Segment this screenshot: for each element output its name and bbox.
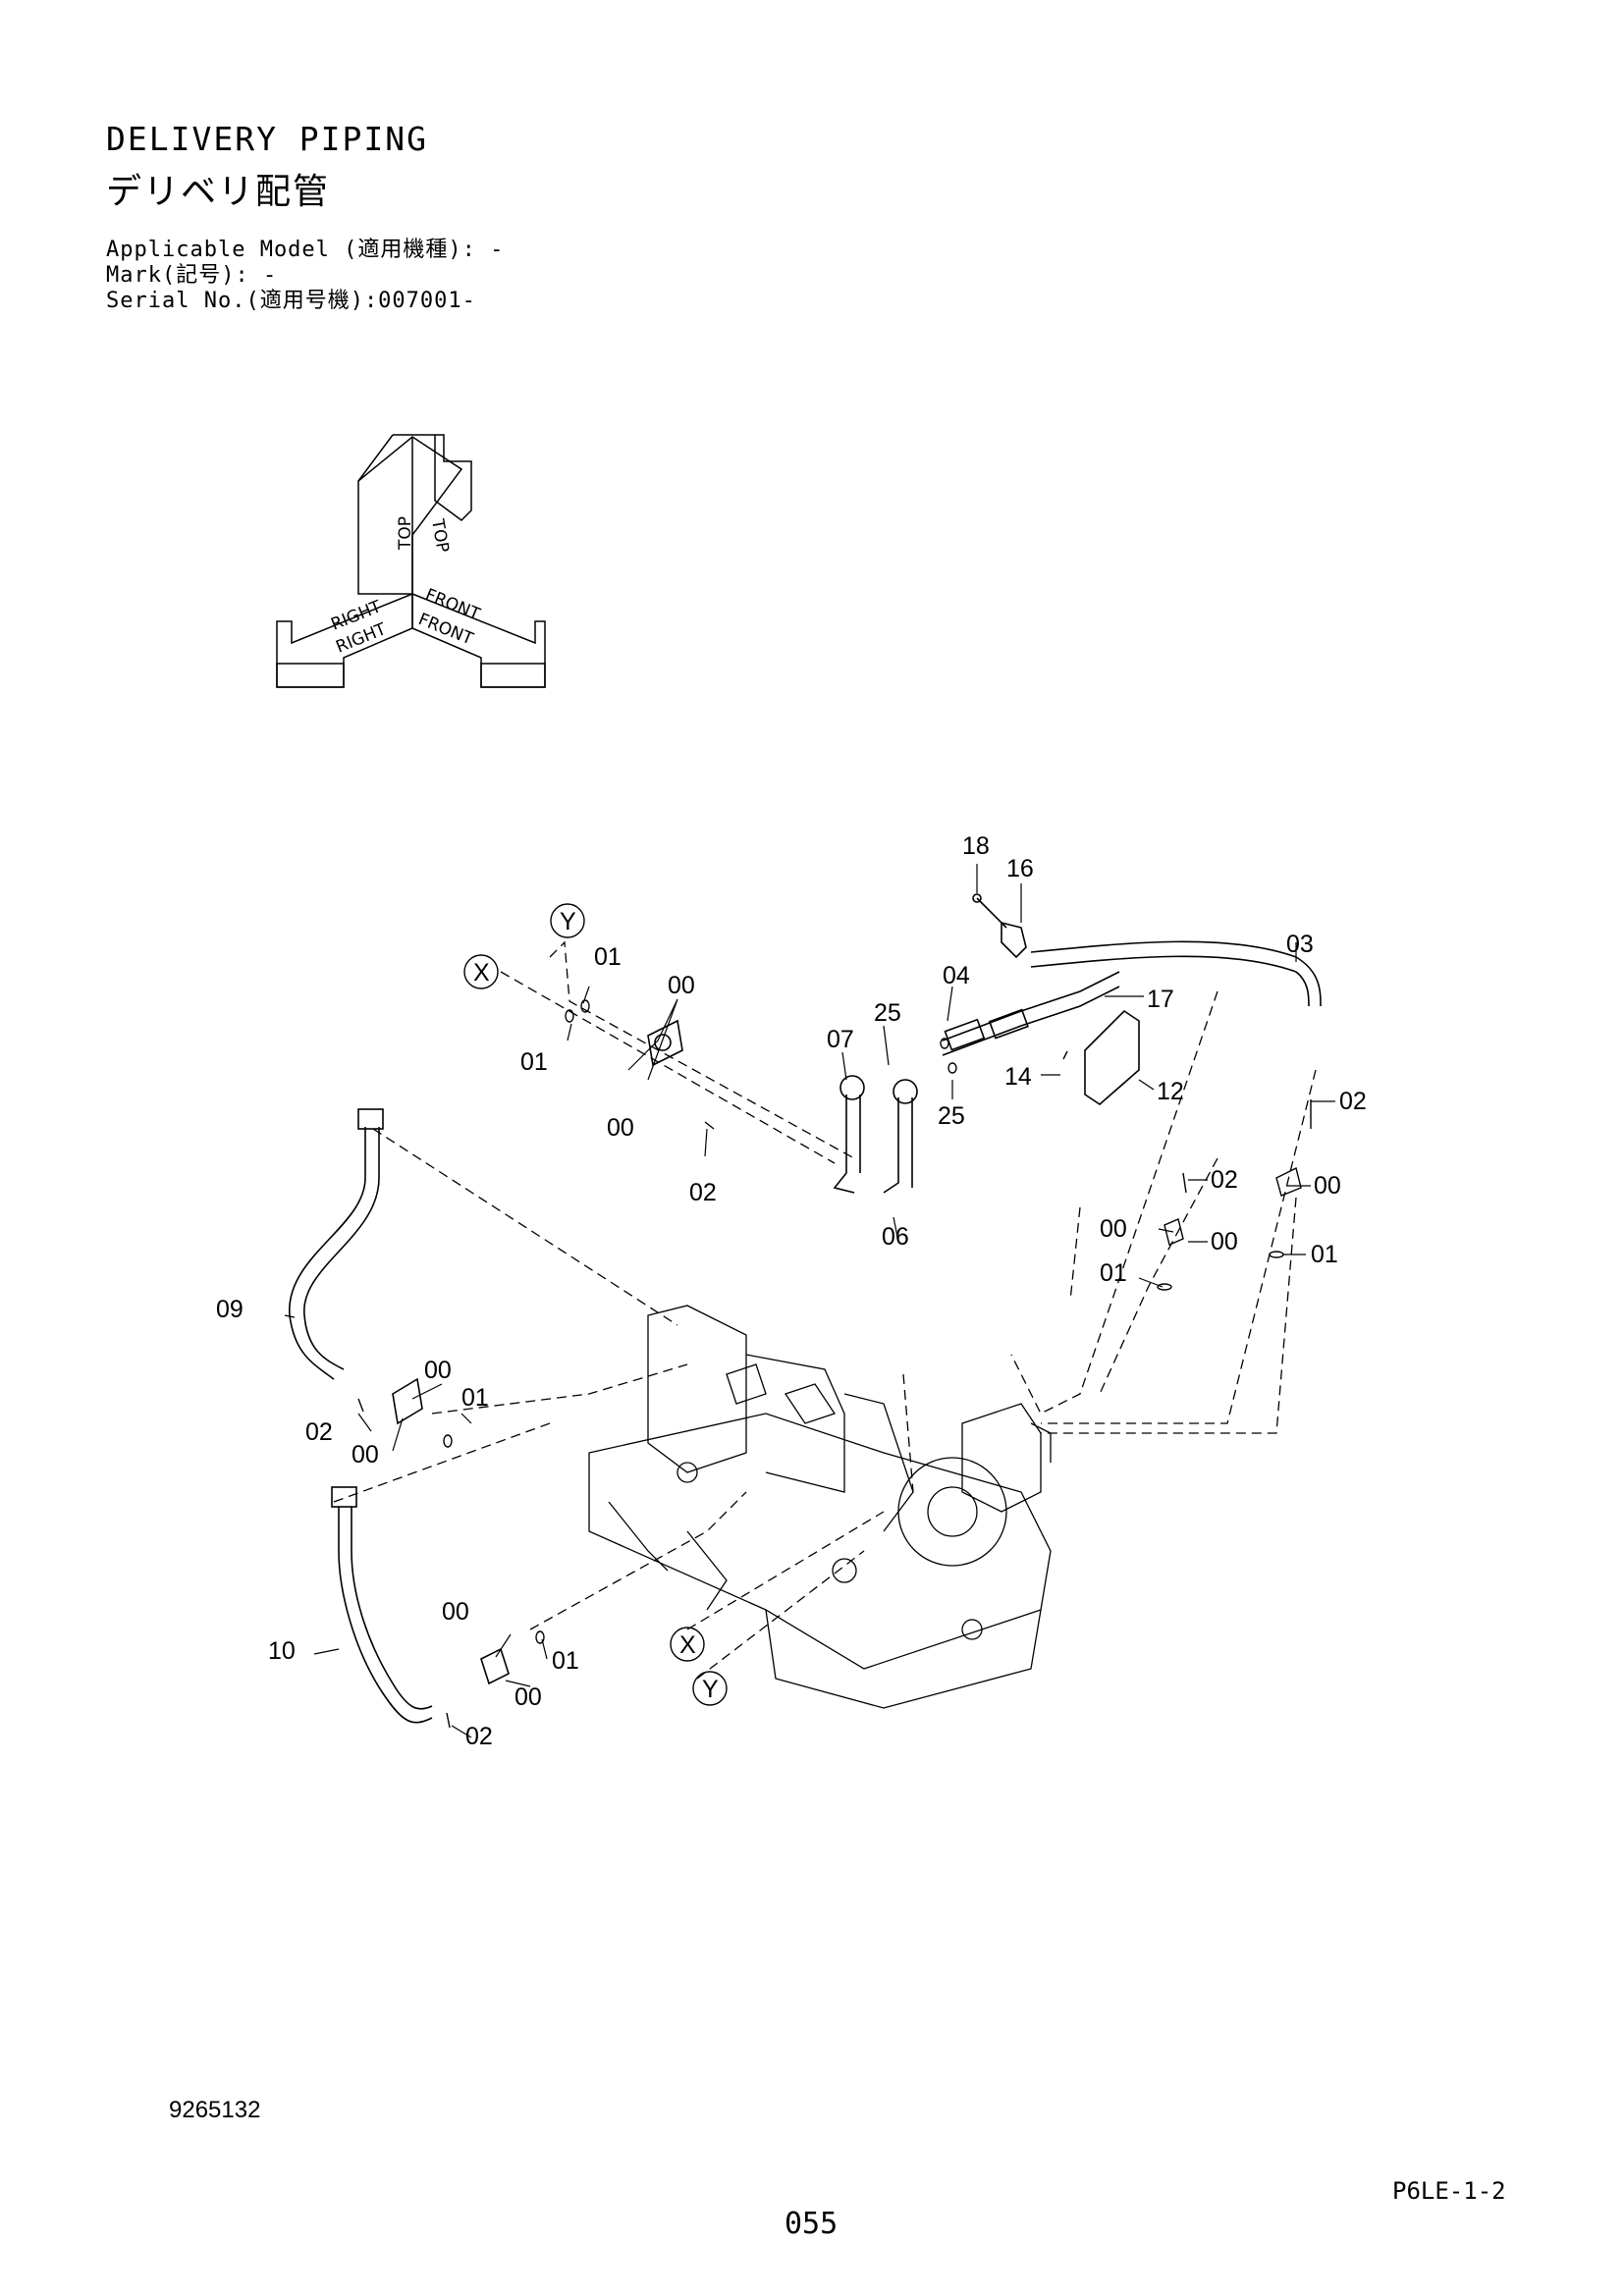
callout-00-a: 00 [668,972,695,999]
callout-02-d: 02 [305,1418,333,1446]
pipe-07 [833,1095,855,1194]
page-title-japanese: デリベリ配管 [106,172,331,212]
callout-16: 16 [1006,855,1034,882]
callout-00-e: 00 [1211,1228,1238,1255]
connector-y-top-icon [550,903,585,938]
callout-01-a: 01 [594,943,622,971]
callout-02-a: 02 [689,1179,717,1206]
page-code: P6LE-1-2 [1392,2177,1506,2205]
hose-10 [338,1507,433,1724]
machine-frame [588,1305,1052,1709]
callout-09: 09 [216,1296,244,1323]
callout-18: 18 [962,832,990,860]
flange-00-top [647,1019,683,1067]
bracket-12 [1084,1009,1140,1106]
callout-00-f: 00 [424,1357,452,1384]
pump-flange-icon [897,1457,1007,1567]
connector-y-label-bottom: Y [702,1676,719,1703]
callout-17: 17 [1147,986,1174,1013]
bolt-18 [976,897,1007,929]
callout-02-b: 02 [1339,1088,1367,1115]
top-arrow-icon [393,434,472,521]
callout-01-e: 01 [461,1384,489,1412]
connector-x-bottom-icon [670,1627,705,1662]
callout-00-i: 00 [514,1683,542,1711]
callout-07: 07 [827,1026,854,1053]
connector-y-bottom-icon [692,1671,728,1706]
connector-x-label: X [473,959,490,987]
hose-09 [289,1127,366,1380]
connector-x-label-bottom: X [679,1631,696,1659]
upper-pipe-assembly [647,893,1322,1194]
callout-01-c: 01 [1100,1259,1127,1287]
top-label: TOP [396,516,415,551]
callout-00-d: 00 [1100,1215,1127,1243]
callout-04: 04 [943,962,970,989]
connector-markers [463,903,728,1706]
applicable-model: Applicable Model (適用機種): - [106,238,505,262]
callout-25-bottom: 25 [938,1102,965,1130]
callout-00-b: 00 [607,1114,634,1142]
serial-number: Serial No.(適用号機):007001- [106,289,476,313]
pump-icon [961,1403,1042,1513]
callout-01-b: 01 [520,1048,548,1076]
callout-00-g: 00 [352,1441,379,1468]
callout-10: 10 [268,1637,296,1665]
callout-00-c: 00 [1314,1172,1341,1200]
callout-02-c: 02 [1211,1166,1238,1194]
page-number: 055 [785,2207,839,2241]
pipe-06 [883,1097,899,1194]
clamp-16 [1001,921,1027,959]
leader-lines [284,864,1335,1738]
callout-12: 12 [1157,1078,1184,1105]
flange-09 [392,1377,423,1425]
connector-y-label: Y [560,908,576,935]
assembly-lines [333,940,1317,1680]
callout-03: 03 [1286,931,1314,958]
small-parts [357,999,1312,1729]
connector-x-top-icon [463,954,499,989]
callout-01-d: 01 [1311,1241,1338,1268]
page-title: DELIVERY PIPING [106,120,429,158]
top-label-back: TOP [427,516,453,554]
orientation-indicator [276,434,546,688]
callout-00-h: 00 [442,1598,469,1626]
hose-03 [1030,940,1322,1007]
callout-01-f: 01 [552,1647,579,1675]
callout-02-e: 02 [465,1723,493,1750]
callout-25-top: 25 [874,999,901,1027]
drawing-number: 9265132 [169,2097,261,2123]
callout-06: 06 [882,1223,909,1251]
callout-14: 14 [1004,1063,1032,1091]
flange-10 [480,1647,510,1685]
lower-hoses [289,1108,510,1724]
hose-04 [942,971,1120,1041]
mark: Mark(記号): - [106,263,278,288]
